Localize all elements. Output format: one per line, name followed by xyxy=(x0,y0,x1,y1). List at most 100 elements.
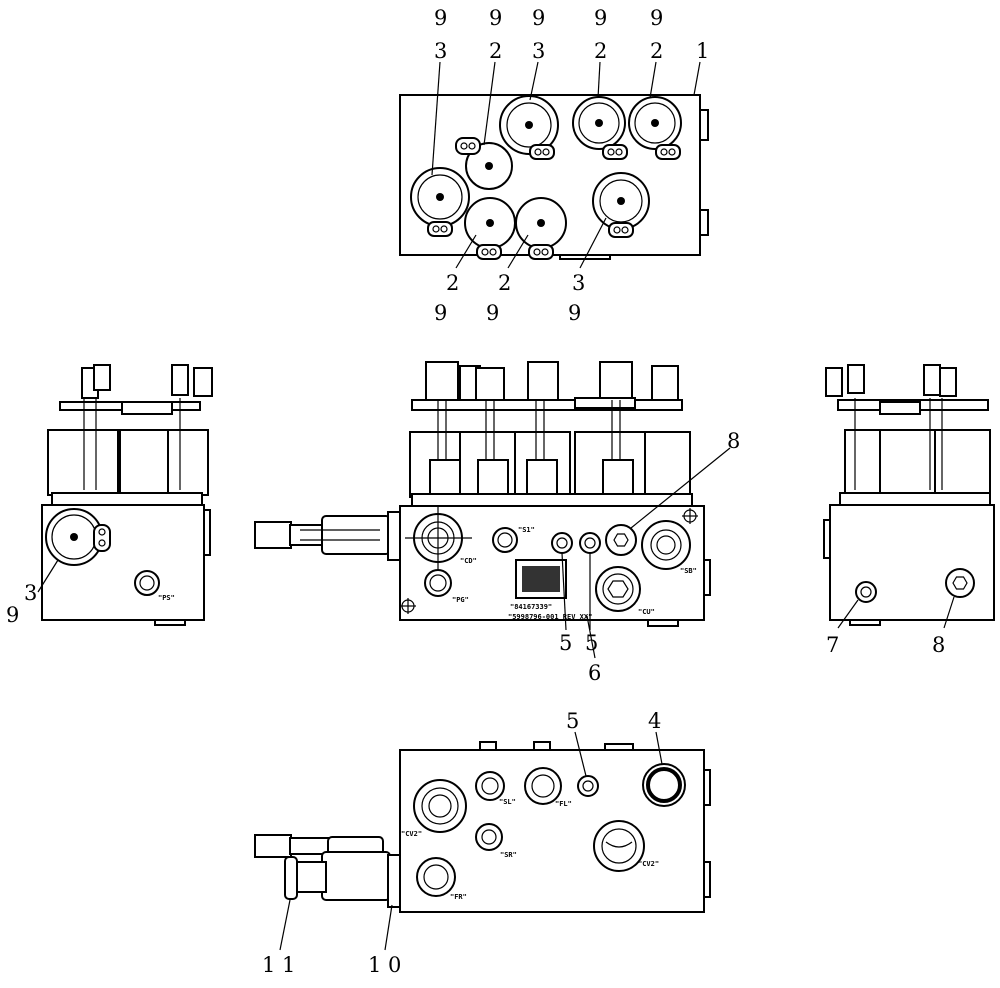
left-coil-body xyxy=(167,429,209,496)
port-label-fl: "FL" xyxy=(555,800,572,808)
right-view: 7 8 xyxy=(823,364,995,657)
top-view-side-plug xyxy=(699,209,709,236)
callout-front-8: 8 xyxy=(727,429,740,453)
callout-top-3b: 3 xyxy=(532,39,545,63)
front-mount-mark xyxy=(400,508,698,614)
front-port-5a xyxy=(551,532,573,554)
port-label-s1: "S1" xyxy=(518,526,535,534)
coil-top-2 xyxy=(455,137,513,190)
front-coil-body xyxy=(644,431,691,498)
callout-front-5b: 5 xyxy=(585,631,598,655)
right-coil-body xyxy=(879,429,936,496)
right-coil-body xyxy=(934,429,991,496)
bottom-view: "SL" "FL" "CV2" "SR" "FR" "CV2" 5 4 1 1 … xyxy=(254,709,711,977)
top-view: 9 3 9 2 9 3 9 2 9 2 1 2 9 2 9 3 9 xyxy=(399,6,709,325)
front-port-sb xyxy=(641,520,691,570)
bottom-side-plug xyxy=(703,861,711,898)
front-bottom-plug xyxy=(647,619,679,627)
front-port-s1 xyxy=(492,527,518,553)
callout-top-9b: 9 xyxy=(489,6,502,30)
port-label-sb: "SB" xyxy=(680,567,697,575)
front-side-plug xyxy=(703,559,711,596)
callout-top-2d: 2 xyxy=(446,271,459,295)
front-view: "S1" "CD" "PG" "SB" "CU" "84167339" "599… xyxy=(254,361,740,685)
callout-top-9g: 9 xyxy=(486,301,499,325)
callout-bottom-5: 5 xyxy=(566,709,579,733)
coil-top-4 xyxy=(572,96,628,160)
callout-bottom-11: 1 1 xyxy=(262,953,295,977)
right-port-7 xyxy=(855,581,877,603)
left-coil-base xyxy=(51,492,203,506)
bottom-port-5 xyxy=(577,775,599,797)
right-view-block xyxy=(829,504,995,621)
front-side-solenoid xyxy=(254,511,401,561)
callout-top-3a: 3 xyxy=(434,39,447,63)
callout-right-7: 7 xyxy=(826,633,839,657)
coil-top-8 xyxy=(515,197,567,260)
callout-top-2e: 2 xyxy=(498,271,511,295)
part-number-label: "84167339" xyxy=(510,603,552,611)
left-coil-body xyxy=(47,429,119,496)
revision-label: "5998796-001 REV XX" xyxy=(508,613,592,621)
port-label-cv2-right: "CV2" xyxy=(638,860,659,868)
front-nameplate xyxy=(515,559,567,599)
callout-top-3c: 3 xyxy=(572,271,585,295)
port-label-ps: "PS" xyxy=(158,594,175,602)
callout-top-9e: 9 xyxy=(650,6,663,30)
left-view-coil-face xyxy=(45,508,111,566)
callout-left-9: 9 xyxy=(6,603,19,627)
bottom-port-4 xyxy=(642,763,686,807)
top-view-side-plug xyxy=(699,109,709,141)
left-view-connectors xyxy=(59,364,213,415)
left-coil-body xyxy=(119,429,176,496)
bottom-side-plug xyxy=(703,769,711,806)
callout-front-5a: 5 xyxy=(559,631,572,655)
front-port-cu xyxy=(595,566,641,612)
port-label-fr: "FR" xyxy=(450,893,467,901)
bottom-port-cv2-right xyxy=(593,820,645,872)
port-label-cv2-left: "CV2" xyxy=(401,830,422,838)
left-view: "PS" 3 9 xyxy=(6,364,213,627)
coil-top-1 xyxy=(410,167,470,237)
callout-top-9c: 9 xyxy=(532,6,545,30)
port-label-sl: "SL" xyxy=(499,798,516,806)
port-label-cu: "CU" xyxy=(638,608,655,616)
bottom-port-sl xyxy=(475,771,505,801)
right-bottom-plug xyxy=(849,619,881,626)
callout-bottom-10: 1 0 xyxy=(368,953,401,977)
right-port-8 xyxy=(945,568,975,598)
bottom-port-sr xyxy=(475,823,503,851)
coil-top-5 xyxy=(628,96,682,160)
bottom-top-plug xyxy=(533,741,551,751)
bottom-port-fl xyxy=(524,767,562,805)
front-port-8 xyxy=(605,524,637,556)
left-side-plug xyxy=(203,509,211,556)
port-label-pg: "PG" xyxy=(452,596,469,604)
front-port-cd xyxy=(405,505,472,572)
port-label-sr: "SR" xyxy=(500,851,517,859)
callout-top-2a: 2 xyxy=(489,39,502,63)
callout-front-6: 6 xyxy=(588,661,601,685)
left-port-ps xyxy=(134,570,160,596)
front-coil-base xyxy=(411,493,693,507)
callout-right-8: 8 xyxy=(932,633,945,657)
front-port-pg xyxy=(424,569,452,597)
bottom-side-solenoid xyxy=(254,834,401,908)
left-bottom-plug xyxy=(154,619,186,626)
callout-top-2c: 2 xyxy=(650,39,663,63)
callout-top-9h: 9 xyxy=(568,301,581,325)
right-view-connectors xyxy=(825,364,989,415)
front-port-5b xyxy=(579,532,601,554)
coil-top-6 xyxy=(592,172,650,238)
bottom-port-fr xyxy=(416,857,456,897)
bottom-top-plug xyxy=(479,741,497,751)
right-side-plug xyxy=(823,519,831,559)
callout-top-2b: 2 xyxy=(594,39,607,63)
callout-top-1: 1 xyxy=(696,39,709,63)
right-coil-base xyxy=(839,492,991,506)
callout-top-9a: 9 xyxy=(434,6,447,30)
callout-bottom-4: 4 xyxy=(648,709,661,733)
coil-top-3 xyxy=(499,95,559,160)
port-label-cd: "CD" xyxy=(460,557,477,565)
